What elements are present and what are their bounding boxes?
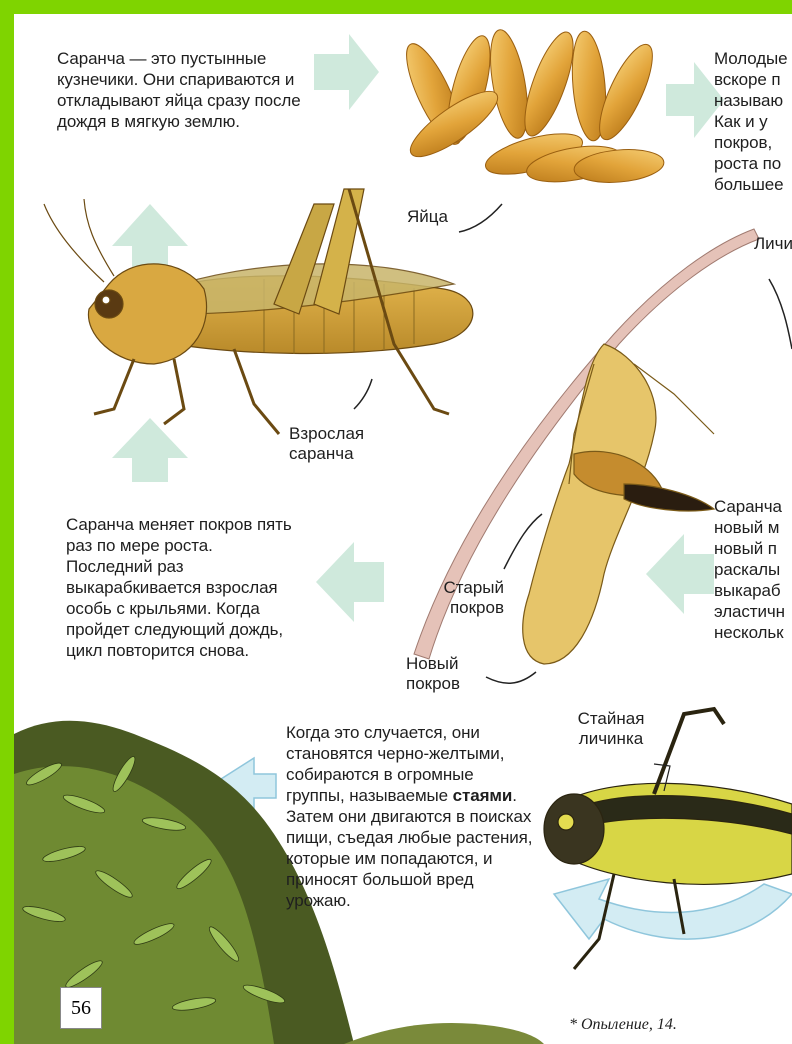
arrow-up-top — [112, 204, 188, 272]
intro-text: Саранча — это пустынные кузнечики. Они с… — [57, 48, 307, 132]
new-skin-text: Саранча новый м новый п раскалы выкараб … — [714, 496, 792, 643]
molting-locust — [523, 344, 714, 664]
larva-label: Личи — [754, 234, 792, 254]
footnote: * Опыление, 14. — [569, 1016, 677, 1034]
swarm-term: стаями — [453, 786, 513, 805]
young-text: Молодые вскоре п называю Как и у покров,… — [714, 48, 792, 195]
book-page: Саранча — это пустынные кузнечики. Они с… — [14, 14, 792, 1044]
adult-label: Взрослая саранча — [289, 424, 379, 464]
page-number: 56 — [60, 987, 102, 1029]
larva-pointer — [769, 279, 792, 349]
old-skin-pointer — [504, 514, 542, 569]
eggs-cluster — [396, 27, 665, 188]
arrow-left-right-side — [646, 534, 714, 614]
molting-text: Саранча меняет покров пять раз по мере р… — [66, 514, 301, 661]
new-skin-pointer — [486, 672, 536, 683]
new-skin-label: Новый покров — [406, 654, 476, 694]
adult-pointer — [354, 379, 372, 409]
arrow-intro-to-eggs — [314, 34, 379, 110]
eggs-pointer — [459, 204, 502, 232]
arrow-curved-bottom — [554, 879, 792, 939]
arrow-up-bottom — [112, 418, 188, 482]
swarm-text: Когда это случается, они становятся черн… — [286, 722, 534, 911]
swarm-larva-label: Стайная личинка — [571, 709, 651, 749]
arrow-left-middle — [316, 542, 384, 622]
old-skin-label: Старый покров — [434, 578, 504, 618]
eggs-label: Яйца — [407, 207, 448, 227]
